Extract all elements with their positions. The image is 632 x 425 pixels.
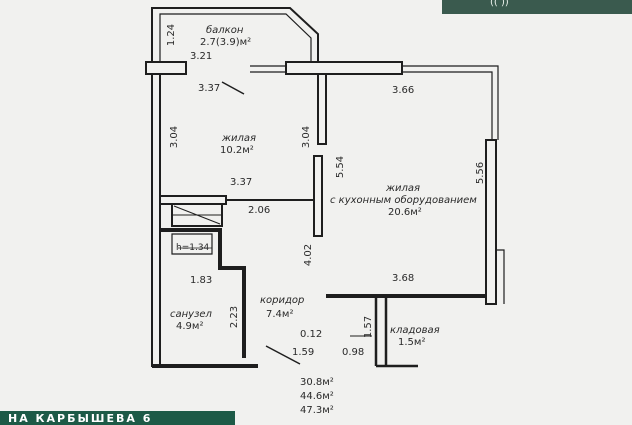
- corridor-area: 7.4м²: [266, 309, 294, 320]
- dim-1-24: 1.24: [166, 23, 178, 47]
- pantry-box: [374, 296, 418, 368]
- corridor-name: коридор: [260, 295, 305, 306]
- living1-name: жилая: [222, 133, 257, 144]
- living2-area: 20.6м²: [388, 207, 422, 218]
- balcony-outline: [151, 7, 319, 62]
- dim-3-66: 3.66: [392, 85, 415, 96]
- window-right: [496, 249, 505, 304]
- dim-3-04-mid: 3.04: [301, 125, 313, 149]
- dim-2-06: 2.06: [248, 205, 271, 216]
- balcony-area: 2.7(3.9)м²: [200, 37, 252, 48]
- bathroom-wall: [160, 228, 246, 358]
- dim-3-04-left: 3.04: [169, 125, 181, 149]
- dim-1-57: 1.57: [363, 315, 375, 339]
- living2-subtitle: с кухонным оборудованием: [330, 195, 477, 206]
- dim-5-54: 5.54: [335, 155, 347, 179]
- balcony-door: [221, 81, 245, 95]
- total-area: 44.6м²: [300, 391, 334, 402]
- entrance-door: [265, 345, 301, 365]
- dim-0-98: 0.98: [342, 347, 365, 358]
- wall-top-mid: [285, 61, 403, 75]
- dim-5-56: 5.56: [475, 161, 487, 185]
- dim-4-02: 4.02: [303, 243, 315, 267]
- wall-left: [151, 73, 161, 367]
- bathroom-niche: [171, 233, 213, 255]
- pantry-name: кладовая: [390, 325, 440, 336]
- wall-right: [485, 139, 497, 305]
- balcony-name: балкон: [206, 25, 244, 36]
- address-banner-text: НА КАРБЫШЕВА 6: [8, 412, 153, 425]
- dim-3-68: 3.68: [392, 273, 415, 284]
- dim-0-12: 0.12: [300, 329, 323, 340]
- address-banner: НА КАРБЫШЕВА 6: [0, 411, 235, 425]
- wall-partition-top: [317, 73, 327, 145]
- bathroom-name: санузел: [170, 309, 212, 320]
- total-living-area: 30.8м²: [300, 377, 334, 388]
- dim-1-59: 1.59: [292, 347, 315, 358]
- corner-badge-text: (( )): [490, 0, 509, 8]
- dim-1-83: 1.83: [190, 275, 213, 286]
- window-top: [250, 65, 499, 140]
- living1-area: 10.2м²: [220, 145, 254, 156]
- dim-2-23: 2.23: [229, 305, 241, 329]
- wall-top-left: [145, 61, 187, 75]
- dim-3-37-top: 3.37: [198, 83, 221, 94]
- living2-name: жилая: [386, 183, 421, 194]
- wall-mid-horizontal: [159, 195, 227, 205]
- corner-badge: (( )): [442, 0, 632, 14]
- dim-1-34: h=1.34: [176, 243, 210, 253]
- pantry-area: 1.5м²: [398, 337, 426, 348]
- bathroom-area: 4.9м²: [176, 321, 204, 332]
- dim-3-21: 3.21: [190, 51, 213, 62]
- total-area-with-balcony: 47.3м²: [300, 405, 334, 416]
- wall-partition-mid: [313, 155, 323, 237]
- balcony-inner: [159, 13, 312, 62]
- dim-3-37-mid: 3.37: [230, 177, 253, 188]
